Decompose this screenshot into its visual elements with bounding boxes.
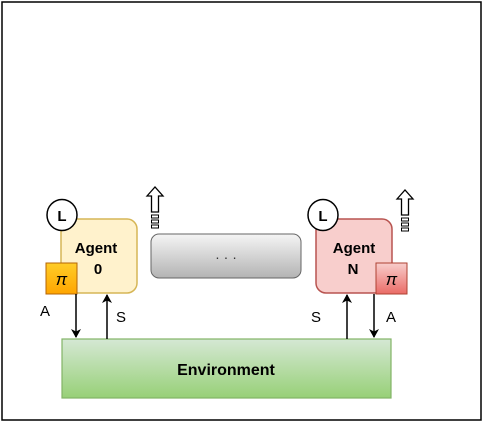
agent-0-action-label: A: [40, 303, 50, 320]
agent-n-action-label: A: [386, 309, 396, 326]
agent-0-state-label: S: [116, 309, 126, 326]
upload-arrow-icon: [145, 186, 165, 229]
agent-0-policy-symbol: π: [56, 270, 68, 289]
ellipsis-box: [150, 233, 302, 279]
environment: Environment: [61, 338, 392, 399]
agent-n-title: Agent: [333, 240, 376, 257]
agent-n-policy-box: [375, 262, 408, 295]
agent-n-index: N: [348, 261, 359, 278]
agent-0-title: Agent: [75, 240, 118, 257]
agent-0-index: 0: [94, 261, 102, 278]
learner-icon: [307, 198, 339, 232]
agent-0-box: [60, 218, 138, 294]
ellipsis-label: · · ·: [215, 249, 237, 265]
ellipsis-block: · · ·: [150, 233, 302, 279]
agent-0-learner-label: L: [57, 208, 66, 225]
environment-label: Environment: [177, 362, 275, 379]
agent-n-policy-symbol: π: [386, 270, 398, 289]
upload-arrow-icon: [395, 189, 415, 232]
agent-0-policy-box: [45, 262, 78, 295]
learner-icon: [46, 198, 78, 232]
agent-0: Agent 0 π L: [45, 186, 165, 295]
agent-n-learner-label: L: [318, 208, 327, 225]
agent-n-state-label: S: [311, 309, 321, 326]
agent-n: Agent N π L: [307, 189, 415, 295]
environment-box: [61, 338, 392, 399]
agent-n-box: [315, 218, 393, 294]
